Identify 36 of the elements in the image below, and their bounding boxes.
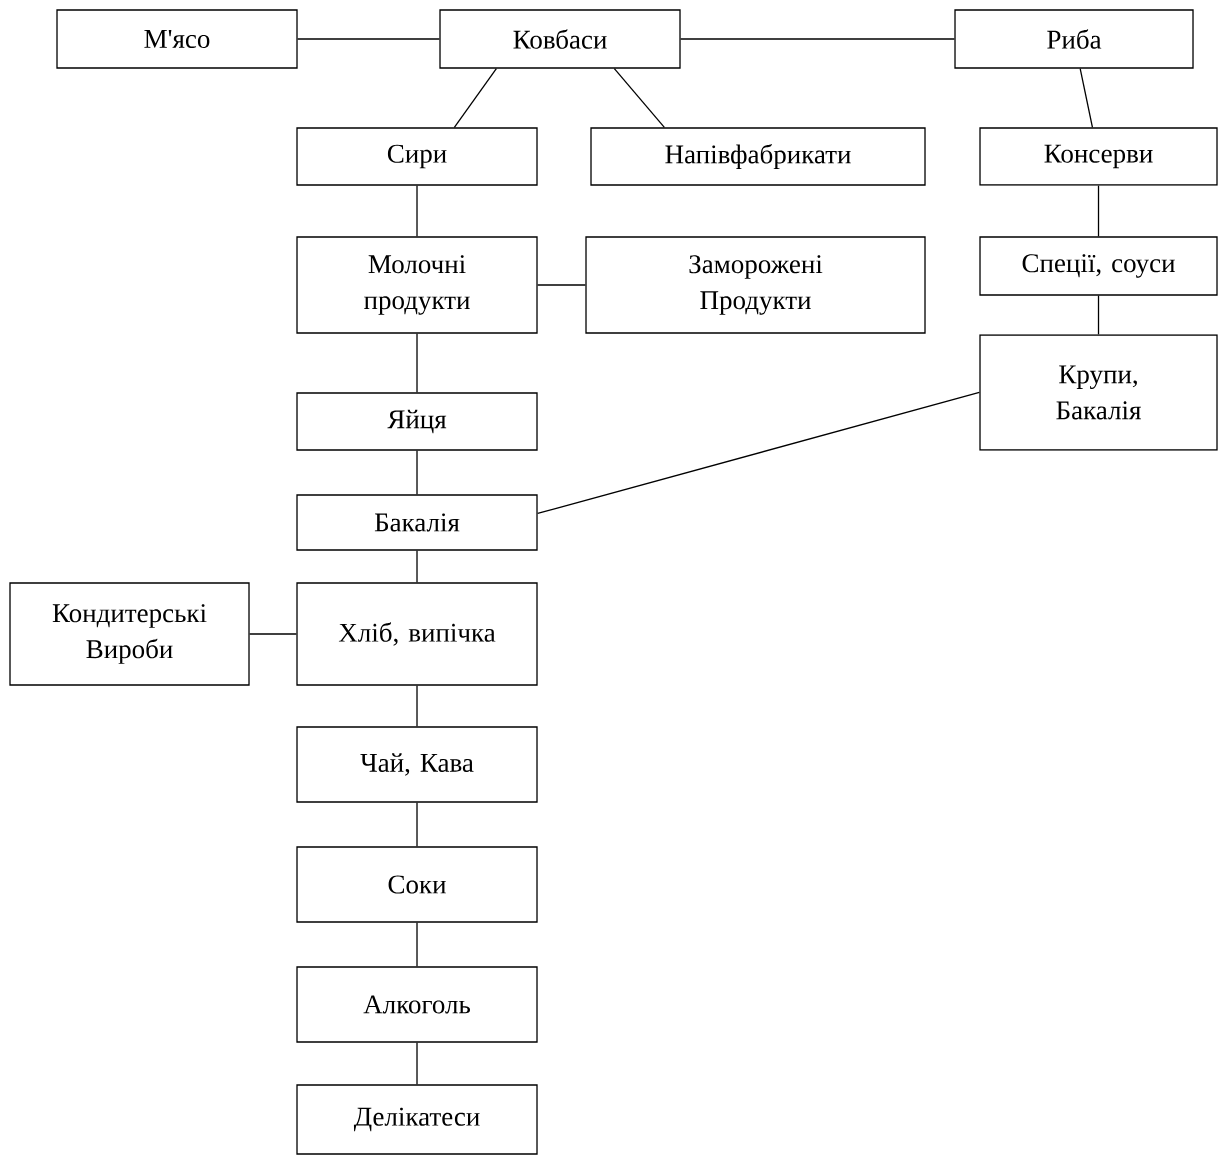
category-box: Молочні продукти: [296, 236, 538, 334]
connector-line: [416, 802, 418, 847]
category-box: Ковбаси: [439, 9, 681, 69]
category-box: Консерви: [979, 127, 1218, 186]
connector-line: [680, 38, 955, 40]
category-box: Хліб, випічка: [296, 582, 538, 686]
category-box: Бакалія: [296, 494, 538, 551]
connector-line: [416, 333, 418, 393]
category-box: Яйця: [296, 392, 538, 451]
connector-line: [416, 1042, 418, 1085]
category-box: Кондитерські Вироби: [9, 582, 250, 686]
connector-line: [453, 68, 497, 128]
category-box: Спеції, соуси: [979, 236, 1218, 296]
category-box: М'ясо: [56, 9, 298, 69]
connector-line: [537, 391, 980, 515]
category-box: Алкоголь: [296, 966, 538, 1043]
connector-line: [416, 685, 418, 727]
category-box: Сири: [296, 127, 538, 186]
connector-line: [537, 284, 586, 286]
connector-line: [613, 68, 665, 128]
connector-line: [416, 185, 418, 237]
category-box: Заморожені Продукти: [585, 236, 926, 334]
connector-line: [297, 38, 440, 40]
category-box: Соки: [296, 846, 538, 923]
connector-line: [416, 450, 418, 495]
category-box: Крупи, Бакалія: [979, 334, 1218, 451]
connector-line: [416, 550, 418, 583]
category-box: Риба: [954, 9, 1194, 69]
connector-line: [249, 633, 297, 635]
connector-line: [416, 922, 418, 967]
connector-line: [1097, 185, 1100, 237]
category-box: Чай, Кава: [296, 726, 538, 803]
category-box: Напівфабрикати: [590, 127, 926, 186]
category-box: Делікатеси: [296, 1084, 538, 1155]
connector-line: [1079, 68, 1094, 128]
connector-line: [1097, 295, 1100, 335]
